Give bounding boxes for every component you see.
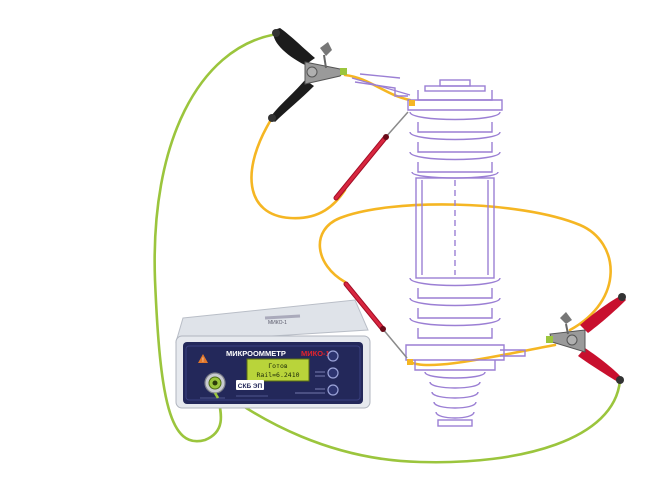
yellow-cable-top-connector: [343, 73, 412, 102]
red-probes: [333, 111, 409, 359]
svg-text:!: !: [202, 358, 204, 364]
yellow-cable-top-loop: [250, 116, 347, 220]
green-cables: [153, 33, 622, 464]
device-button-1[interactable]: [327, 350, 339, 362]
yellow-cable-middle-loop: [318, 203, 612, 332]
contact-points: [407, 100, 415, 365]
yellow-cable-bottom-connector: [408, 343, 557, 367]
device-title: МИКРООММЕТР: [226, 349, 286, 358]
insulator-drawing: [351, 73, 526, 427]
device-button-3[interactable]: [327, 384, 339, 396]
green-cable-to-red-clamp: [218, 378, 622, 464]
svg-text:СКБ ЭП: СКБ ЭП: [238, 383, 263, 390]
probe-upper: [333, 111, 409, 201]
contact-top: [409, 100, 415, 106]
socket-cable-stub: [213, 392, 220, 399]
device-top: [175, 299, 369, 343]
microohmmeter-device: МИКО-1 МИКРООММЕТР МИКО-1 Готов Rail=6.2…: [175, 299, 371, 409]
lcd-line-2: Rail=6.2410: [256, 371, 299, 379]
green-cable-to-black-clamp: [153, 33, 274, 443]
device-button-2[interactable]: [327, 367, 339, 379]
probe-lower: [343, 281, 408, 359]
black-clamp: [268, 28, 347, 122]
brand-logo: СКБ ЭП: [236, 380, 264, 390]
red-clamp: [546, 293, 626, 384]
black-clamp-handle-upper: [273, 28, 315, 65]
lcd-line-1: Готов: [268, 362, 288, 370]
cable-connector-socket[interactable]: [204, 372, 226, 394]
black-clamp-handle-lower: [270, 80, 314, 122]
device-model: МИКО-1: [301, 349, 330, 358]
contact-bottom: [407, 359, 413, 365]
device-lcd: [246, 358, 310, 382]
warning-icon: !: [198, 354, 208, 364]
red-clamp-handle-lower: [578, 348, 622, 382]
yellow-cables: [250, 73, 612, 367]
red-clamp-handle-upper: [580, 295, 626, 333]
device-top-label: МИКО-1: [268, 320, 287, 326]
